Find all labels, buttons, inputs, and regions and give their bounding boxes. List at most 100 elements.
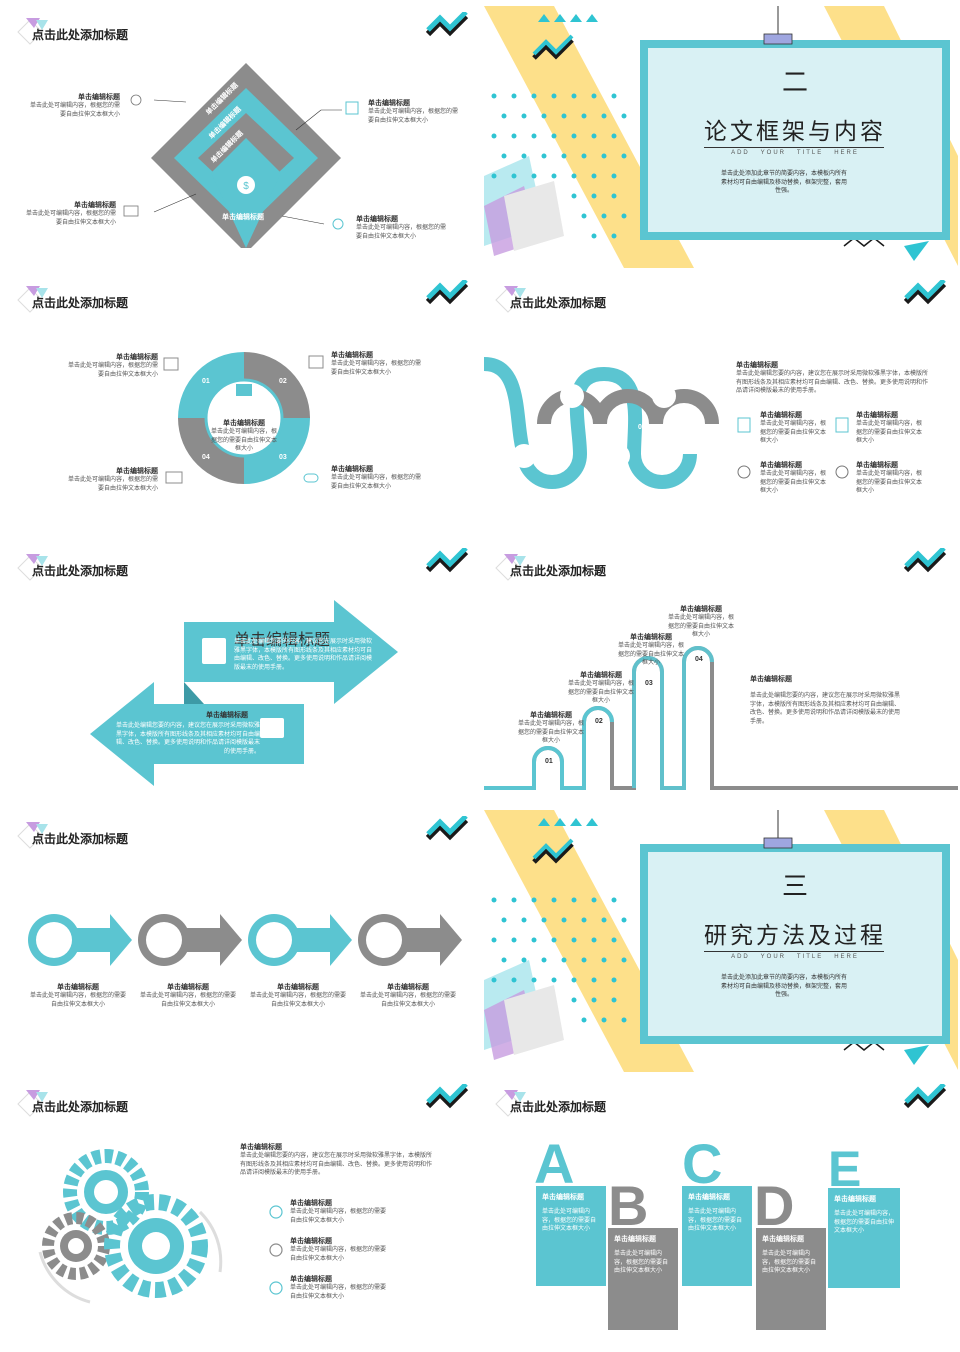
main-body[interactable]: 单击此处编辑您要的内容，建议您在展示时采用微软雅黑字体，本模版所有图形线条及其相… — [736, 371, 929, 395]
card-body[interactable]: 单击此处可编辑内容，根据您的需要自由拉伸文本框大小 — [834, 1211, 895, 1235]
item-title[interactable]: 单击编辑标题 — [290, 1200, 332, 1207]
process-title[interactable]: 单击编辑标题 — [167, 984, 209, 991]
card-title[interactable]: 单击编辑标题 — [762, 1236, 804, 1243]
block-title[interactable]: 单击编辑标题 — [331, 466, 373, 473]
step-title[interactable]: 单击编辑标题 — [530, 712, 572, 719]
slide-title[interactable]: 点击此处添加标题 — [32, 1100, 129, 1114]
block-body[interactable]: 单击此处可编辑内容，根据您的需要自由拉伸文本框大小 — [356, 225, 447, 240]
card-c[interactable]: 单击编辑标题 单击此处可编辑内容，根据您的需要自由拉伸文本框大小 — [682, 1186, 752, 1286]
diamond-layer-4[interactable]: 单击编辑标题 — [222, 214, 264, 221]
letter-c: C — [682, 1132, 723, 1195]
slide-title[interactable]: 点击此处添加标题 — [32, 832, 129, 846]
section-numeral[interactable]: 二 — [781, 67, 808, 97]
item-title[interactable]: 单击编辑标题 — [760, 462, 802, 469]
block-body[interactable]: 单击此处可编辑内容，根据您的需要自由拉伸文本框大小 — [331, 361, 422, 376]
corner-logo-icon — [17, 822, 48, 849]
main-body[interactable]: 单击此处编辑您要的内容，建议您在展示时采用微软雅黑字体，本模版所有图形线条及其相… — [750, 693, 901, 726]
block-title[interactable]: 单击编辑标题 — [331, 352, 373, 359]
block-body[interactable]: 单击此处可编辑内容，根据您的需要自由拉伸文本框大小 — [29, 103, 120, 118]
block-body[interactable]: 单击此处可编辑内容，根据您的需要自由拉伸文本框大小 — [331, 475, 422, 490]
item-title[interactable]: 单击编辑标题 — [856, 462, 898, 469]
slide-title[interactable]: 点击此处添加标题 — [32, 296, 129, 310]
slide-title[interactable]: 点击此处添加标题 — [32, 28, 129, 42]
card-title[interactable]: 单击编辑标题 — [614, 1236, 656, 1243]
item-body[interactable]: 单击此处可编辑内容，根据您的需要自由拉伸文本框大小 — [760, 421, 827, 445]
cycle-icons — [163, 355, 324, 484]
center-title[interactable]: 单击编辑标题 — [223, 420, 265, 427]
cycle-text-tr: 单击编辑标题 单击此处可编辑内容，根据您的需要自由拉伸文本框大小 — [331, 350, 423, 377]
process-title[interactable]: 单击编辑标题 — [57, 984, 99, 991]
card-b[interactable]: 单击编辑标题 单击此处可编辑内容，根据您的需要自由拉伸文本框大小 — [608, 1228, 678, 1330]
card-title[interactable]: 单击编辑标题 — [542, 1194, 584, 1201]
block-title[interactable]: 单击编辑标题 — [116, 354, 158, 361]
card-d[interactable]: 单击编辑标题 单击此处可编辑内容，根据您的需要自由拉伸文本框大小 — [756, 1228, 826, 1330]
item-title[interactable]: 单击编辑标题 — [290, 1276, 332, 1283]
svg-text:$: $ — [243, 181, 249, 192]
card-e[interactable]: 单击编辑标题 单击此处可编辑内容，根据您的需要自由拉伸文本框大小 — [828, 1188, 900, 1288]
step-body[interactable]: 单击此处可编辑内容，根据您的需要自由拉伸文本框大小 — [617, 643, 684, 667]
item-title[interactable]: 单击编辑标题 — [760, 412, 802, 419]
block-body[interactable]: 单击此处可编辑内容，根据您的需要自由拉伸文本框大小 — [25, 211, 116, 226]
step-body[interactable]: 单击此处可编辑内容，根据您的需要自由拉伸文本框大小 — [567, 681, 634, 705]
item-body[interactable]: 单击此处可编辑内容，根据您的需要自由拉伸文本框大小 — [760, 471, 827, 495]
block-title[interactable]: 单击编辑标题 — [74, 202, 116, 209]
process-body[interactable]: 单击此处可编辑内容，根据您的需要自由拉伸文本框大小 — [30, 993, 127, 1008]
card-title[interactable]: 单击编辑标题 — [688, 1194, 730, 1201]
center-body[interactable]: 单击此处可编辑内容，根据您的需要自由拉伸文本框大小 — [210, 429, 277, 453]
corner-logo-icon — [17, 1090, 48, 1117]
section-body[interactable]: 单击此处添加此章节的简要内容，本模板内所有素材均可自由编辑及移动替换，框架完整，… — [720, 975, 847, 999]
process-body[interactable]: 单击此处可编辑内容，根据您的需要自由拉伸文本框大小 — [250, 993, 347, 1008]
main-title[interactable]: 单击编辑标题 — [750, 676, 792, 683]
card-title[interactable]: 单击编辑标题 — [834, 1196, 876, 1203]
slide-title[interactable]: 点击此处添加标题 — [32, 564, 129, 578]
step-body[interactable]: 单击此处可编辑内容，根据您的需要自由拉伸文本框大小 — [517, 721, 584, 745]
process-body[interactable]: 单击此处可编辑内容，根据您的需要自由拉伸文本框大小 — [360, 993, 457, 1008]
slide-title[interactable]: 点击此处添加标题 — [510, 564, 607, 578]
section-numeral[interactable]: 三 — [781, 871, 808, 901]
card-body[interactable]: 单击此处可编辑内容，根据您的需要自由拉伸文本框大小 — [614, 1251, 669, 1275]
item-body[interactable]: 单击此处可编辑内容，根据您的需要自由拉伸文本框大小 — [290, 1247, 387, 1262]
arrow-bottom-body[interactable]: 单击此处编辑您要的内容，建议您在展示时采用微软雅黑字体，本模版所有图形线条及其相… — [116, 723, 261, 756]
section-subtitle[interactable]: ADD YOUR TITLE HERE — [731, 150, 859, 156]
block-title[interactable]: 单击编辑标题 — [78, 94, 120, 101]
main-body[interactable]: 单击此处编辑您要的内容，建议您在展示时采用微软雅黑字体，本模版所有图形线条及其相… — [240, 1153, 433, 1177]
arrow-bottom-title[interactable]: 单击编辑标题 — [206, 712, 248, 719]
section-body[interactable]: 单击此处添加此章节的简要内容，本模板内所有素材均可自由编辑及移动替换，框架完整，… — [720, 171, 847, 195]
item-title[interactable]: 单击编辑标题 — [290, 1238, 332, 1245]
block-title[interactable]: 单击编辑标题 — [116, 468, 158, 475]
connector-lines — [123, 94, 359, 230]
block-body[interactable]: 单击此处可编辑内容，根据您的需要自由拉伸文本框大小 — [68, 363, 159, 378]
step-title[interactable]: 单击编辑标题 — [680, 606, 722, 613]
process-title[interactable]: 单击编辑标题 — [277, 984, 319, 991]
block-title[interactable]: 单击编辑标题 — [368, 100, 410, 107]
cycle-text-tl: 单击编辑标题 单击此处可编辑内容，根据您的需要自由拉伸文本框大小 — [68, 352, 158, 379]
item-body[interactable]: 单击此处可编辑内容，根据您的需要自由拉伸文本框大小 — [856, 471, 923, 495]
item-body[interactable]: 单击此处可编辑内容，根据您的需要自由拉伸文本框大小 — [290, 1209, 387, 1224]
arrow-top-body[interactable]: 单击此处编辑您要的内容，建议您在展示时采用微软雅黑字体，本模版所有图形线条及其相… — [234, 639, 373, 672]
card-body[interactable]: 单击此处可编辑内容，根据您的需要自由拉伸文本框大小 — [688, 1209, 743, 1233]
slide-title[interactable]: 点击此处添加标题 — [510, 1100, 607, 1114]
block-title[interactable]: 单击编辑标题 — [356, 216, 398, 223]
item-body[interactable]: 单击此处可编辑内容，根据您的需要自由拉伸文本框大小 — [856, 421, 923, 445]
section-subtitle[interactable]: ADD YOUR TITLE HERE — [731, 954, 859, 960]
step-title[interactable]: 单击编辑标题 — [580, 672, 622, 679]
corner-logo-icon — [495, 554, 526, 581]
card-body[interactable]: 单击此处可编辑内容，根据您的需要自由拉伸文本框大小 — [542, 1209, 597, 1233]
arrow-top-title[interactable]: 单击编辑标题 — [234, 632, 331, 649]
section-title[interactable]: 研究方法及过程 — [704, 922, 886, 948]
slide-title[interactable]: 点击此处添加标题 — [510, 296, 607, 310]
step-title[interactable]: 单击编辑标题 — [630, 634, 672, 641]
block-body[interactable]: 单击此处可编辑内容，根据您的需要自由拉伸文本框大小 — [368, 109, 459, 124]
block-body[interactable]: 单击此处可编辑内容，根据您的需要自由拉伸文本框大小 — [68, 477, 159, 492]
card-body[interactable]: 单击此处可编辑内容，根据您的需要自由拉伸文本框大小 — [762, 1251, 817, 1275]
card-a[interactable]: 单击编辑标题 单击此处可编辑内容，根据您的需要自由拉伸文本框大小 — [536, 1186, 606, 1286]
item-title[interactable]: 单击编辑标题 — [856, 412, 898, 419]
main-title[interactable]: 单击编辑标题 — [240, 1144, 282, 1151]
item-body[interactable]: 单击此处可编辑内容，根据您的需要自由拉伸文本框大小 — [290, 1285, 387, 1300]
step-body[interactable]: 单击此处可编辑内容，根据您的需要自由拉伸文本框大小 — [667, 615, 734, 639]
gears-item-icons — [269, 1205, 283, 1295]
section-title[interactable]: 论文框架与内容 — [704, 118, 886, 144]
process-body[interactable]: 单击此处可编辑内容，根据您的需要自由拉伸文本框大小 — [140, 993, 237, 1008]
main-title[interactable]: 单击编辑标题 — [736, 362, 778, 369]
process-title[interactable]: 单击编辑标题 — [387, 984, 429, 991]
